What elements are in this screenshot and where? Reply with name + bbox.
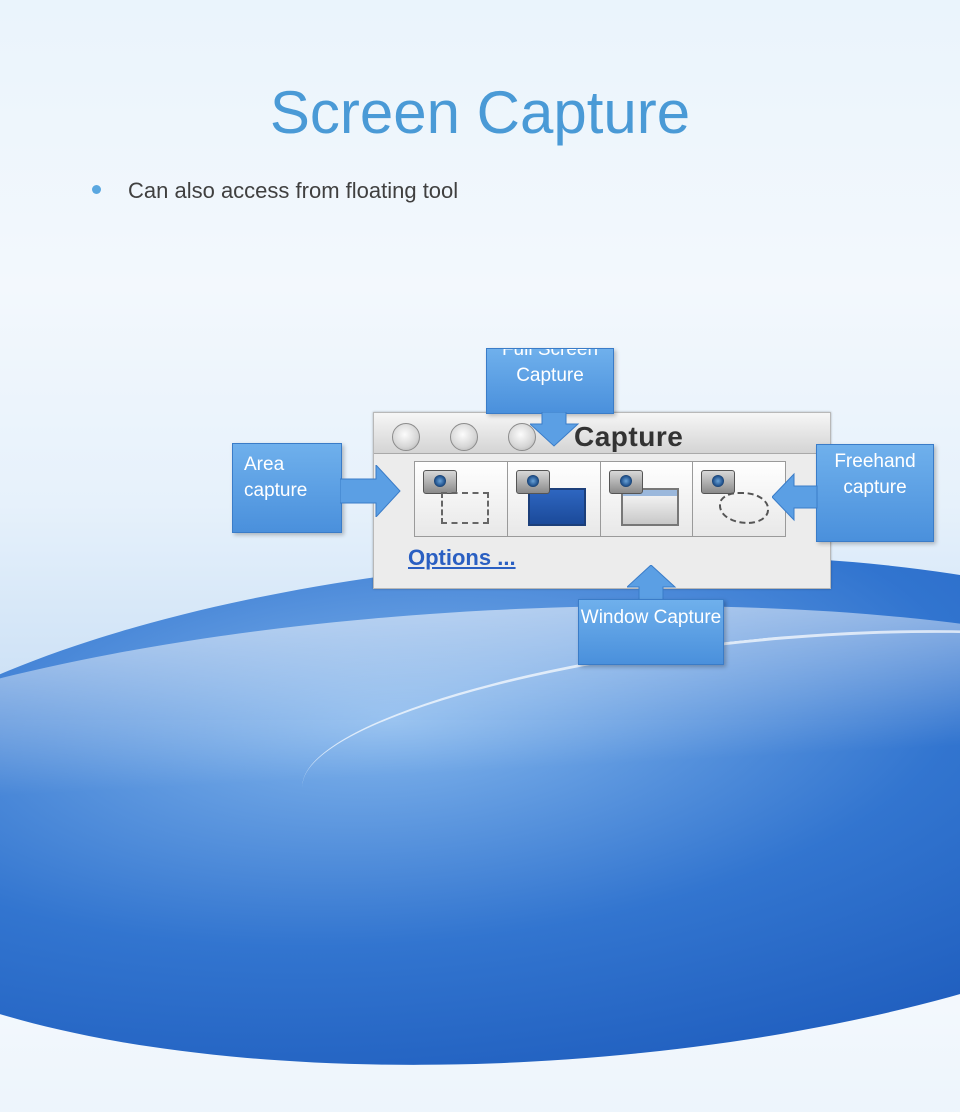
capture-tool-row <box>414 461 786 537</box>
camera-icon <box>423 470 457 494</box>
area-capture-callout-text: Area capture <box>244 454 308 501</box>
close-window-button[interactable] <box>392 423 420 451</box>
freehand-capture-icon <box>719 492 770 524</box>
arrow-left-icon <box>772 472 818 522</box>
bullet-dot-icon <box>92 185 101 194</box>
options-link[interactable]: Options ... <box>408 545 516 570</box>
camera-icon <box>515 470 550 494</box>
zoom-window-button[interactable] <box>508 423 536 451</box>
palette-title: Capture <box>574 421 684 452</box>
freehand-capture-callout: Freehand capture <box>816 444 934 542</box>
window-capture-callout: Window Capture <box>578 599 724 665</box>
full-screen-capture-icon <box>527 488 586 526</box>
camera-icon <box>608 470 643 494</box>
full-screen-capture-callout-text: Full Screen Capture <box>501 348 599 386</box>
window-capture-callout-text: Window Capture <box>580 607 722 628</box>
arrow-down-icon <box>530 412 580 448</box>
full-screen-capture-button[interactable] <box>507 462 601 536</box>
slide-title: Screen Capture <box>269 79 691 146</box>
minimize-window-button[interactable] <box>450 423 478 451</box>
palette-titlebar[interactable]: Capture <box>374 413 830 454</box>
arrow-up-icon <box>627 565 677 601</box>
bullet-text: Can also access from floating tool <box>128 178 459 203</box>
window-capture-button[interactable] <box>600 462 694 536</box>
area-capture-callout: Area capture <box>232 443 342 533</box>
full-screen-capture-callout: Full Screen Capture <box>486 348 614 414</box>
area-capture-icon <box>441 492 489 524</box>
window-capture-icon <box>620 488 679 526</box>
freehand-capture-button[interactable] <box>693 462 785 536</box>
freehand-capture-callout-text: Freehand capture <box>834 451 916 498</box>
capture-palette: Capture Options ... <box>373 412 831 589</box>
camera-icon <box>701 470 736 494</box>
arrow-right-icon <box>340 465 402 517</box>
area-capture-button[interactable] <box>415 462 508 536</box>
